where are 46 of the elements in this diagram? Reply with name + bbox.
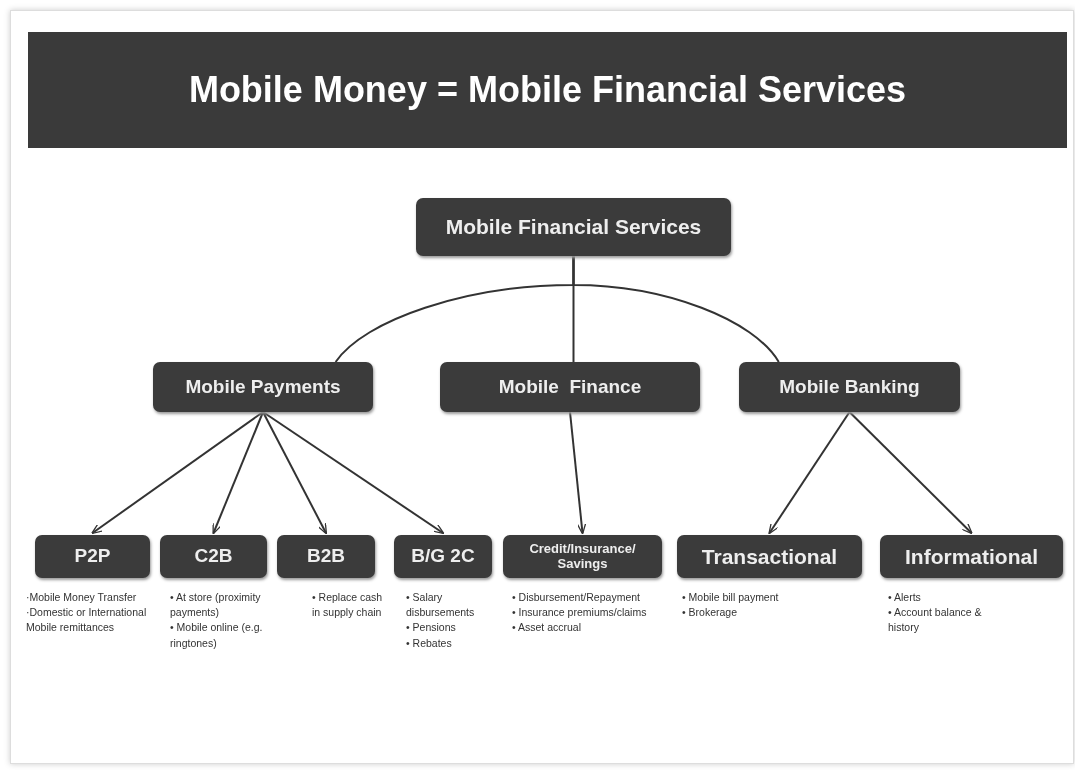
node-label: B/G 2C bbox=[411, 546, 475, 567]
connector-line bbox=[572, 255, 780, 363]
node-label: Credit/Insurance/ Savings bbox=[528, 542, 637, 571]
node-box bbox=[416, 198, 731, 256]
bullet-item: • Mobile bill payment bbox=[682, 590, 780, 605]
node-box bbox=[677, 535, 862, 578]
arrow bbox=[91, 411, 264, 535]
node-box bbox=[880, 535, 1063, 578]
node-label: Mobile Banking bbox=[779, 376, 920, 398]
bullet-item: • Disbursement/Repayment bbox=[512, 590, 641, 605]
node-label: Mobile Financial Services bbox=[445, 215, 702, 239]
bullet-item: • At store (proximity payments) bbox=[170, 590, 262, 621]
bullet-item: • Replace cash in supply chain bbox=[312, 590, 384, 621]
node-box bbox=[277, 535, 375, 578]
bullet-item: • Brokerage bbox=[682, 605, 739, 621]
node-box bbox=[503, 535, 662, 578]
arrow bbox=[768, 411, 851, 535]
bullet-item: • Mobile online (e.g. ringtones) bbox=[170, 620, 264, 651]
arrow bbox=[848, 411, 973, 535]
bullet-item: • Account balance & history bbox=[888, 605, 983, 636]
node-label: Mobile Finance bbox=[498, 376, 642, 398]
node-box bbox=[35, 535, 150, 578]
title-bar: Mobile Money = Mobile Financial Services bbox=[28, 32, 1067, 148]
node-label: Mobile Payments bbox=[185, 376, 341, 398]
node-box bbox=[153, 362, 373, 412]
node-box bbox=[160, 535, 267, 578]
arrow bbox=[569, 411, 587, 535]
arrow bbox=[262, 411, 445, 535]
node-label: Transactional bbox=[701, 544, 838, 569]
node-box bbox=[394, 535, 492, 578]
node-label: B2B bbox=[307, 546, 345, 567]
node-label: Informational bbox=[905, 544, 1038, 569]
bullet-item: • Asset accrual bbox=[512, 620, 583, 636]
node-box bbox=[739, 362, 960, 412]
bullet-item: • Alerts bbox=[888, 590, 922, 605]
node-box bbox=[440, 362, 700, 412]
bullet-item: ·Mobile Money Transfer bbox=[26, 590, 138, 605]
bullet-item: • Pensions bbox=[406, 620, 457, 636]
node-label: C2B bbox=[194, 546, 233, 567]
arrow bbox=[212, 411, 264, 535]
bullet-item: • Rebates bbox=[406, 635, 453, 651]
bullet-item: • Salary disbursements bbox=[406, 590, 476, 621]
bullet-item: ·Domestic or International Mobile remittances bbox=[26, 605, 148, 636]
node-label: P2P bbox=[74, 546, 111, 567]
arrow bbox=[262, 411, 328, 535]
bullet-item: • Insurance premiums/claims bbox=[512, 605, 648, 621]
